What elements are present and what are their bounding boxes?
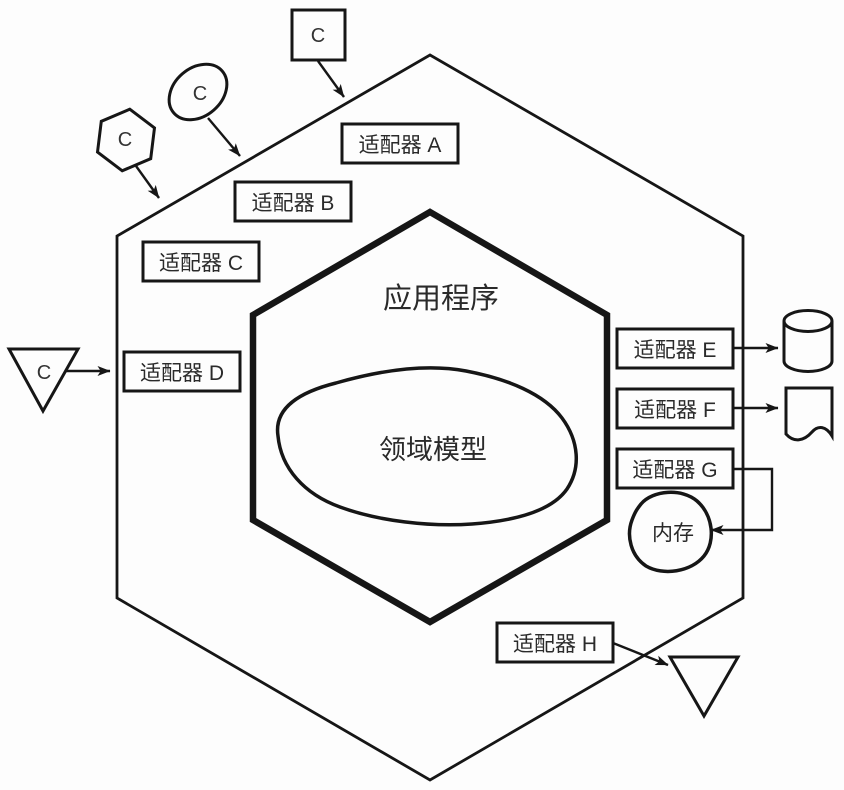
- adapter-h: 适配器 H: [495, 621, 615, 664]
- triangle-actor-left: C: [6, 347, 81, 415]
- adapter-f: 适配器 F: [615, 387, 735, 430]
- adapter-h-box: [495, 621, 615, 664]
- arrow-hexagon-to-boundary: [135, 165, 160, 199]
- adapter-h-label: 适配器 H: [513, 633, 597, 656]
- adapter-c-label: 适配器 C: [159, 252, 243, 275]
- triangle-left-icon: [6, 347, 81, 415]
- adapter-a: 适配器 A: [340, 122, 460, 165]
- adapter-d-label: 适配器 D: [140, 362, 224, 385]
- connector-adapter-g-to-memory: [710, 467, 774, 535]
- adapter-e: 适配器 E: [615, 327, 735, 370]
- adapter-d-box: [122, 350, 242, 393]
- square-actor: C: [290, 8, 347, 62]
- square-actor-icon: [290, 8, 347, 62]
- document-icon: [784, 386, 834, 442]
- ellipse-actor-icon: [167, 62, 229, 122]
- square-actor-label: C: [311, 25, 325, 47]
- adapter-f-box: [615, 387, 735, 430]
- adapter-b-box: [233, 180, 353, 223]
- adapter-c: 适配器 C: [141, 240, 261, 283]
- triangle-actor-bottom-icon: [667, 655, 741, 720]
- application-label: 应用程序: [383, 282, 499, 315]
- domain-model-label: 领域模型: [379, 435, 487, 465]
- memory: 内存: [627, 490, 714, 574]
- adapter-g: 适配器 G: [615, 447, 735, 490]
- arrow-square-to-boundary: [317, 60, 345, 98]
- domain-model-blob: [275, 366, 579, 527]
- ellipse-actor: C: [167, 62, 229, 122]
- ellipse-actor-label: C: [193, 83, 207, 105]
- adapter-a-box: [340, 122, 460, 165]
- adapter-b-label: 适配器 B: [252, 192, 335, 215]
- adapter-g-label: 适配器 G: [632, 459, 717, 482]
- hexagon-actor: C: [95, 107, 157, 173]
- arrow-ellipse-to-boundary: [207, 117, 241, 157]
- adapter-f-label: 适配器 F: [634, 399, 716, 422]
- adapter-c-box: [141, 240, 261, 283]
- memory-blob-icon: [627, 490, 714, 574]
- triangle-actor-label: C: [37, 362, 51, 384]
- arrow-adapter-h-to-triangle: [612, 641, 669, 667]
- adapter-e-label: 适配器 E: [634, 339, 717, 362]
- memory-label: 内存: [652, 522, 694, 545]
- hexagon-actor-label: C: [118, 129, 132, 151]
- adapter-a-label: 适配器 A: [359, 134, 442, 157]
- adapter-e-box: [615, 327, 735, 370]
- hexagon-actor-icon: [95, 107, 157, 173]
- adapter-g-box: [615, 447, 735, 490]
- adapter-b: 适配器 B: [233, 180, 353, 223]
- adapter-d: 适配器 D: [122, 350, 242, 393]
- database-cylinder-icon: [782, 309, 834, 373]
